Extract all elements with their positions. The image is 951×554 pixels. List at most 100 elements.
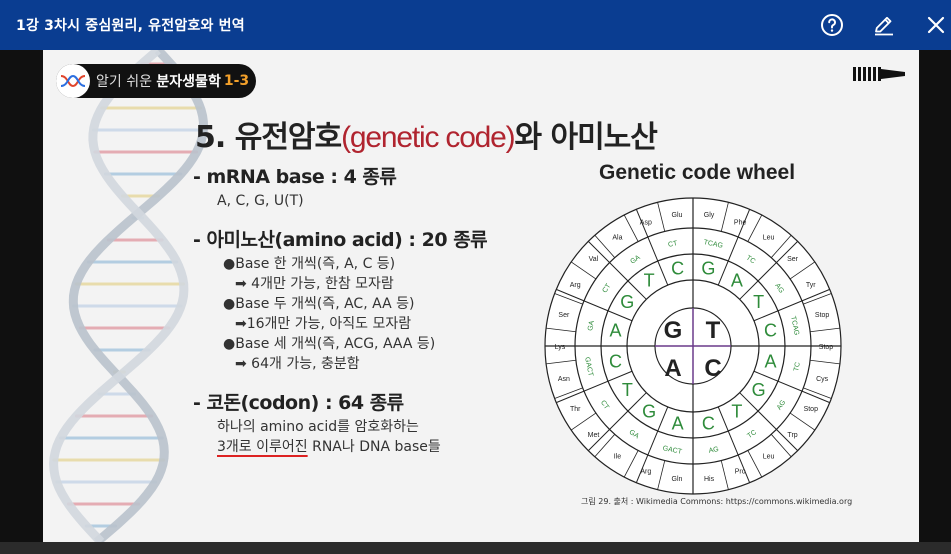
heading-tail: 와 아미노산	[514, 120, 657, 155]
amino-divider	[623, 214, 639, 242]
section-mrna: - mRNA base : 4 종류 A, C, G, U(T)	[193, 162, 523, 211]
second-base: G	[701, 259, 715, 279]
heading-main: 5. 유전암호	[195, 120, 342, 155]
third-base-label: AG	[708, 446, 719, 455]
amino-acid-label: Trp	[787, 432, 797, 439]
section-line: ●Base 두 개씩(즉, AC, AA 등)	[223, 296, 415, 312]
second-base: C	[702, 413, 715, 433]
second-base: A	[610, 321, 622, 341]
center-base: A	[664, 355, 681, 382]
amino-divider	[747, 450, 763, 478]
third-base-label: AG	[776, 399, 787, 411]
amino-divider	[657, 460, 666, 490]
segment-divider	[635, 209, 669, 286]
third-base-label: GACT	[583, 357, 594, 378]
amino-acid-label: Stop	[815, 312, 830, 319]
brand-mark-icon	[853, 66, 905, 85]
amino-acid-label: Pro	[735, 468, 746, 475]
amino-divider	[594, 434, 616, 458]
slide-heading: 5. 유전암호(genetic code)와 아미노산	[195, 112, 658, 156]
amino-divider	[570, 412, 597, 431]
amino-acid-label: Tyr	[806, 282, 816, 289]
segment-divider	[739, 240, 799, 300]
third-base-label: CT	[601, 282, 612, 294]
second-base: G	[620, 292, 634, 312]
amino-divider	[810, 327, 840, 333]
section-amino-acid: - 아미노산(amino acid) : 20 종류 ●Base 한 개씩(즉,…	[193, 225, 523, 374]
third-base-label: GA	[628, 429, 641, 441]
segment-divider	[753, 288, 830, 322]
amino-divider	[747, 214, 763, 242]
amino-divider	[657, 202, 666, 232]
close-button[interactable]	[922, 11, 950, 39]
amino-acid-label: Cys	[816, 376, 829, 383]
amino-divider	[789, 412, 816, 431]
second-base: C	[609, 351, 622, 371]
edit-button[interactable]	[870, 11, 898, 39]
amino-acid-label: His	[704, 476, 715, 483]
dna-helix-illustration	[49, 50, 209, 542]
section-title: - 코돈(codon) : 64 종류	[193, 392, 404, 414]
badge-course: 분자생물학	[156, 74, 221, 90]
third-base-label: GA	[629, 254, 642, 266]
close-icon	[927, 16, 945, 34]
second-base: A	[672, 413, 684, 433]
section-line: ➡ 4개만 가능, 한참 모자람	[235, 276, 394, 292]
amino-acid-label: Phe	[734, 220, 747, 227]
amino-acid-label: Lys	[555, 344, 566, 351]
amino-acid-label: Asp	[640, 220, 652, 227]
amino-acid-label: Ala	[612, 235, 622, 242]
help-button[interactable]	[818, 11, 846, 39]
segment-divider	[717, 406, 751, 483]
second-base: T	[644, 270, 655, 290]
helix-strand	[49, 50, 189, 542]
third-base-label: GACT	[662, 445, 683, 456]
segment-divider	[739, 392, 799, 452]
section-title: - 아미노산(amino acid) : 20 종류	[193, 229, 488, 251]
amino-divider	[594, 234, 616, 258]
amino-acid-label: Thr	[570, 406, 581, 413]
heading-genetic-code: (genetic code)	[341, 121, 516, 154]
wheel-title: Genetic code wheel	[599, 161, 796, 184]
amino-acid-label: Gln	[672, 476, 683, 483]
amino-acid-label: Stop	[819, 344, 834, 351]
segment-divider	[753, 370, 830, 404]
third-base-label: TC	[746, 429, 758, 440]
amino-acid-label: Glu	[672, 212, 683, 219]
section-line: ●Base 한 개씩(즉, A, C 등)	[223, 256, 396, 272]
amino-divider	[803, 293, 832, 305]
third-base-label: AG	[773, 282, 784, 294]
amino-acid-label: Met	[588, 432, 600, 439]
figure-caption: 그림 29. 출처 : Wikimedia Commons: https://c…	[581, 497, 853, 506]
amino-divider	[720, 460, 729, 490]
amino-divider	[770, 434, 792, 458]
player-bottom-bar	[0, 542, 951, 554]
third-base-label: CT	[668, 240, 679, 249]
amino-acid-label: Stop	[804, 406, 819, 413]
amino-divider	[554, 387, 583, 399]
section-codon: - 코돈(codon) : 64 종류 하나의 amino acid를 암호화하…	[193, 388, 523, 457]
second-base: G	[752, 380, 766, 400]
second-base: T	[753, 292, 764, 312]
center-base: C	[704, 355, 721, 382]
center-base: T	[706, 317, 721, 344]
amino-divider	[789, 261, 816, 280]
amino-divider	[554, 293, 583, 305]
section-line: 하나의 amino acid를 암호화하는	[217, 419, 419, 435]
amino-acid-label: Gly	[704, 212, 715, 219]
amino-acid-label: Ser	[787, 256, 799, 263]
section-line: ●Base 세 개씩(즉, ACG, AAA 등)	[223, 336, 436, 352]
title-bar: 1강 3차시 중심원리, 유전암호와 번역	[0, 0, 951, 50]
amino-divider	[810, 359, 840, 365]
third-base-label: TCAG	[703, 239, 723, 250]
second-base: A	[764, 351, 776, 371]
badge-number: 1-3	[223, 73, 250, 89]
amino-divider	[803, 387, 832, 399]
window-title: 1강 3차시 중심원리, 유전암호와 번역	[16, 18, 245, 34]
third-base-label: GA	[587, 320, 596, 332]
segment-divider	[556, 370, 633, 404]
badge-prefix: 알기 쉬운	[96, 74, 157, 90]
slide-content: - mRNA base : 4 종류 A, C, G, U(T) - 아미노산(…	[193, 162, 523, 457]
amino-acid-label: Leu	[763, 235, 775, 242]
